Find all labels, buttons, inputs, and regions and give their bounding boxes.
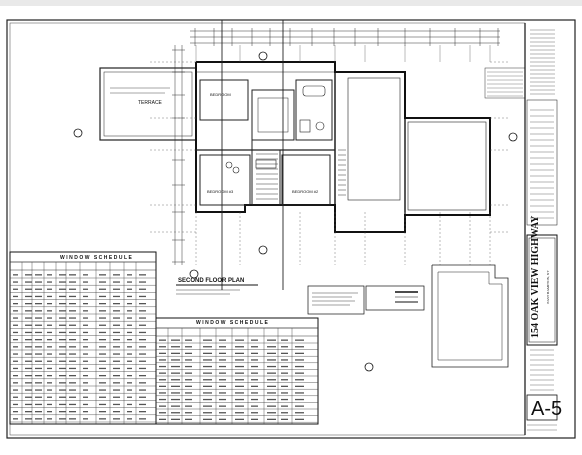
- room-label-bedroom-3: BEDROOM #3: [207, 189, 234, 194]
- plan-notes: [307, 285, 425, 315]
- scan-shadow: [0, 0, 582, 6]
- window-schedule-center-title: WINDOW SCHEDULE: [196, 320, 270, 326]
- dimension-lines-top: [190, 30, 500, 44]
- room-label-terrace: TERRACE: [138, 100, 162, 106]
- stair-treads: [256, 149, 346, 200]
- dimension-lines-left: [174, 45, 183, 265]
- interior-walls: [196, 71, 487, 211]
- window-schedule-left-title: WINDOW SCHEDULE: [60, 255, 134, 261]
- column-grid-lines: [150, 45, 510, 265]
- plan-title: SECOND FLOOR PLAN: [178, 278, 245, 284]
- upper-right-deck: [484, 67, 526, 99]
- title-block-address: 154 OAK VIEW HIGHWAY: [530, 215, 541, 338]
- window-schedule-center: [155, 317, 319, 425]
- window-schedule-left: [9, 251, 157, 425]
- room-label-bedroom-upper: BEDROOM: [210, 92, 231, 97]
- room-label-bedroom-2: BEDROOM #2: [292, 189, 319, 194]
- title-block: [524, 23, 558, 435]
- section-cut-lines: [221, 20, 284, 290]
- title-block-lines: [527, 29, 557, 431]
- sheet-number: A-5: [531, 398, 563, 420]
- lower-deck-outline: [431, 264, 509, 368]
- sheet-border-outer: [6, 19, 576, 439]
- deck-hatch: [487, 71, 523, 97]
- title-block-town: EAST HAMPTON, NY: [546, 270, 550, 304]
- building-outline: [195, 61, 491, 233]
- plan-title-underline: [176, 284, 258, 295]
- section-markers: [73, 51, 518, 372]
- dimension-ticks-left: [172, 49, 185, 263]
- dimension-ticks-top: [194, 28, 499, 46]
- bath-fixtures: [225, 85, 326, 174]
